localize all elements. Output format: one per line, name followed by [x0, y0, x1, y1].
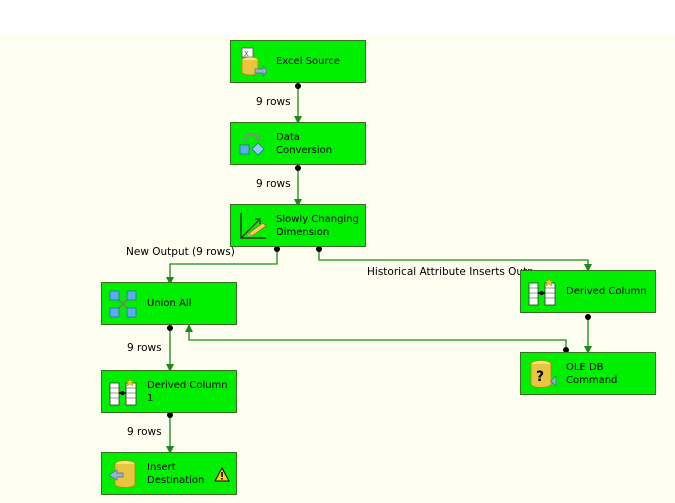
derived-column-1-icon	[109, 377, 137, 406]
union-all-label: Union All	[147, 298, 192, 309]
svg-text:?: ?	[536, 369, 544, 385]
derived-column-label: Derived Column	[566, 286, 647, 297]
excel-source-node[interactable]: X Excel Source	[230, 40, 366, 83]
data-conversion-node[interactable]: Data Conversion	[230, 122, 366, 165]
excel-source-label: Excel Source	[276, 56, 341, 67]
path-oledb-to-union[interactable]	[185, 324, 567, 350]
data-flow-canvas[interactable]	[0, 35, 675, 503]
path-label-conversion-rows: 9 rows	[256, 178, 291, 190]
insert-destination-node[interactable]: Insert Destination	[101, 452, 237, 495]
slowly-changing-dimension-icon	[240, 213, 267, 239]
ole-db-command-icon: ?	[530, 360, 557, 388]
path-label-union-rows: 9 rows	[127, 342, 162, 354]
path-label-historical: Historical Attribute Inserts Outp	[367, 266, 534, 278]
insert-destination-icon	[108, 460, 136, 488]
insert-destination-label: Insert Destination	[147, 461, 205, 486]
path-scd-new-output[interactable]	[166, 249, 278, 285]
union-all-icon	[109, 290, 137, 318]
data-conversion-icon	[239, 133, 265, 156]
union-all-node[interactable]: Union All	[101, 282, 237, 325]
excel-source-icon: X	[241, 47, 267, 77]
data-conversion-label: Data Conversion	[276, 131, 333, 156]
derived-column-1-label: Derived Column 1	[147, 379, 228, 404]
svg-text:X: X	[244, 50, 249, 58]
slowly-changing-dimension-label: Slowly Changing Dimension	[276, 213, 359, 238]
warning-icon[interactable]	[214, 467, 230, 483]
ole-db-command-label: OLE DB Command	[566, 361, 618, 386]
path-label-excel-rows: 9 rows	[256, 96, 291, 108]
path-label-new-output: New Output (9 rows)	[126, 246, 235, 258]
ole-db-command-node[interactable]: ? OLE DB Command	[520, 352, 656, 395]
slowly-changing-dimension-node[interactable]: Slowly Changing Dimension	[230, 204, 366, 247]
derived-column-node[interactable]: Derived Column	[520, 270, 656, 313]
derived-column-1-node[interactable]: Derived Column 1	[101, 370, 237, 413]
path-label-derived-rows: 9 rows	[127, 426, 162, 438]
derived-column-icon	[528, 277, 556, 306]
path-scd-historical[interactable]	[318, 249, 592, 272]
